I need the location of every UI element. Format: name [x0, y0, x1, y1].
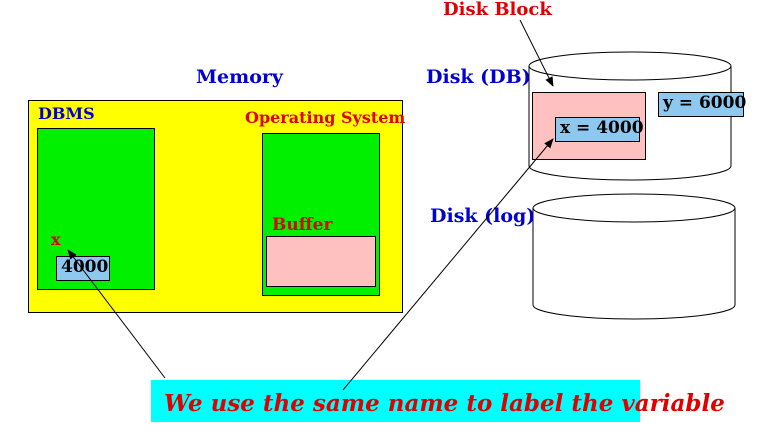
dbms-label: DBMS	[38, 104, 95, 123]
variable-x-label: x	[51, 230, 61, 249]
disk-log-cylinder	[532, 193, 736, 320]
disk-db-label: Disk (DB)	[426, 66, 531, 88]
buffer-box	[266, 236, 376, 287]
memory-x-value: 4000	[56, 256, 110, 281]
disk-block-label: Disk Block	[443, 0, 552, 20]
memory-label: Memory	[196, 66, 283, 88]
disk-y-value: y = 6000	[658, 92, 746, 117]
disk-x-value: x = 4000	[555, 117, 644, 142]
disk-log-label: Disk (log)	[430, 205, 536, 227]
operating-system-label: Operating System	[245, 108, 406, 127]
buffer-label: Buffer	[272, 215, 333, 235]
caption-text: We use the same name to label the variab…	[164, 390, 725, 417]
